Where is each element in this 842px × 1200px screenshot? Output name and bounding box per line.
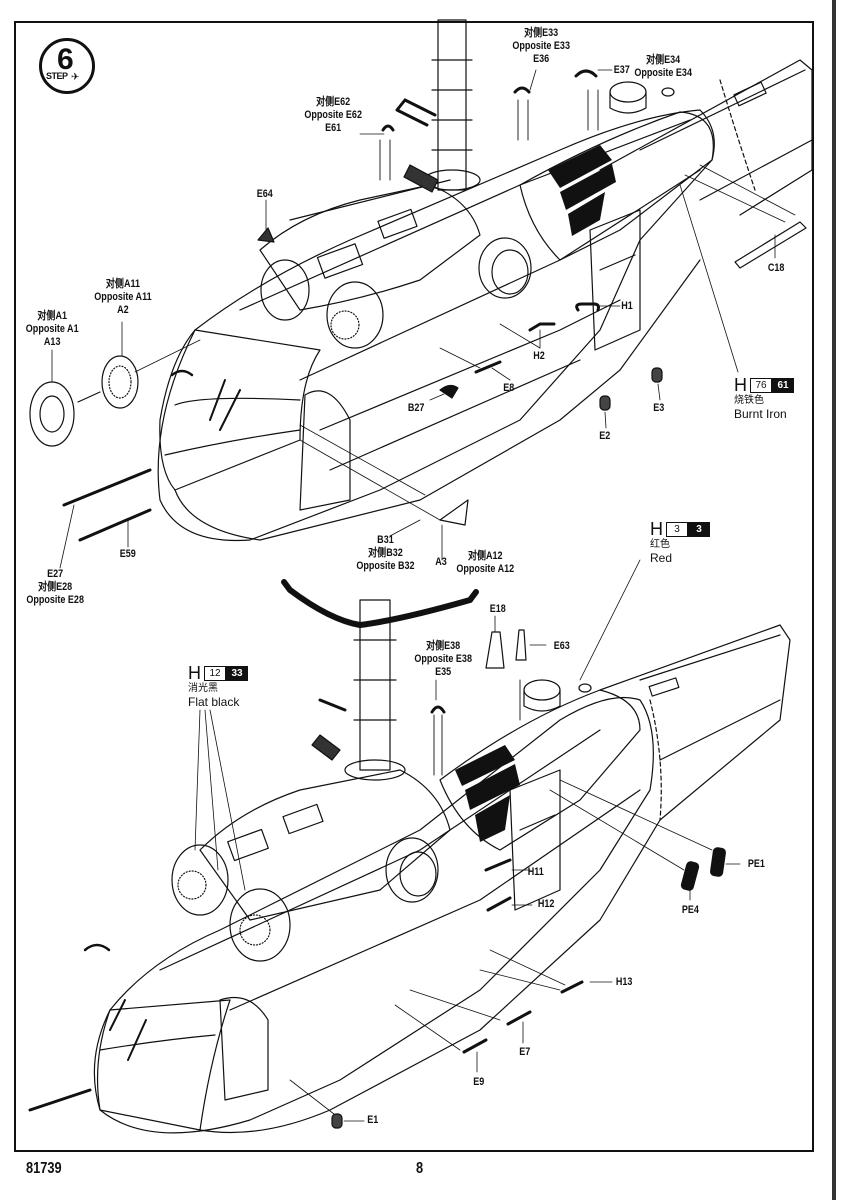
top-leader-lines xyxy=(51,69,776,569)
callout-h13: H13 xyxy=(615,976,633,988)
paint-name-en: Red xyxy=(650,551,673,565)
callout-e64: E64 xyxy=(256,188,273,200)
callout-e59: E59 xyxy=(119,548,136,560)
paint-code-light: 76 xyxy=(750,377,772,393)
instruction-frame xyxy=(14,21,814,1152)
callout-h2: H2 xyxy=(533,350,545,362)
callout-e18: E18 xyxy=(489,603,506,615)
callout-e37: E37 xyxy=(613,64,630,76)
paint-prefix: H xyxy=(734,375,747,395)
callout-e9: E9 xyxy=(473,1076,485,1088)
callout-e8: E8 xyxy=(503,382,515,394)
callout-a1-a13: 对侧A1 Opposite A1 A13 xyxy=(25,310,79,348)
paint-name-en: Burnt Iron xyxy=(734,407,787,421)
paint-callout-flat-black: H 12 33 消光黑 Flat black xyxy=(188,664,248,709)
callout-h12: H12 xyxy=(537,898,555,910)
paint-code-light: 12 xyxy=(204,665,226,681)
step-number: 6 xyxy=(57,43,74,76)
paint-name-en: Flat black xyxy=(188,695,240,709)
callout-h11: H11 xyxy=(527,866,544,878)
callout-e34: 对侧E34 Opposite E34 xyxy=(634,54,692,79)
callout-e7: E7 xyxy=(519,1046,531,1058)
top-helicopter xyxy=(157,19,813,542)
callout-pe4: PE4 xyxy=(681,904,699,916)
bottom-leader-lines xyxy=(194,559,741,1122)
paint-prefix: H xyxy=(188,663,201,683)
top-parts xyxy=(29,69,807,542)
callout-e38-e35: 对侧E38 Opposite E38 E35 xyxy=(414,640,472,678)
paint-code-dark: 3 xyxy=(688,521,710,537)
callout-pe1: PE1 xyxy=(747,858,765,870)
callout-e1: E1 xyxy=(367,1114,379,1126)
callout-e3: E3 xyxy=(653,402,665,414)
callout-a11-a2: 对侧A11 Opposite A11 A2 xyxy=(94,278,152,316)
callout-a3: A3 xyxy=(435,556,447,568)
paint-name-cn: 消光黑 xyxy=(188,683,218,694)
page-number: 8 xyxy=(416,1160,424,1177)
callout-e62-e61: 对侧E62 Opposite E62 E61 xyxy=(304,96,362,134)
paint-code-dark: 33 xyxy=(226,665,248,681)
callout-b27: B27 xyxy=(407,402,425,414)
step-word: STEP xyxy=(46,71,68,81)
callout-a12: 对侧A12 Opposite A12 xyxy=(456,550,515,575)
paint-callout-burnt-iron: H 76 61 烧铁色 Burnt Iron xyxy=(734,376,794,421)
bottom-helicopter xyxy=(83,579,791,1134)
jet-plane-icon: ✈ xyxy=(71,72,80,83)
bottom-parts xyxy=(28,629,726,1129)
callout-e27-e28: E27 对侧E28 Opposite E28 xyxy=(26,568,84,606)
page-edge xyxy=(832,0,836,1200)
callout-b31-b32: B31 对侧B32 Opposite B32 xyxy=(356,534,415,572)
paint-callout-red: H 3 3 红色 Red xyxy=(650,520,710,565)
callout-e63: E63 xyxy=(553,640,570,652)
callout-h1: H1 xyxy=(621,300,633,312)
paint-prefix: H xyxy=(650,519,663,539)
callout-c18: C18 xyxy=(767,262,785,274)
paint-name-cn: 红色 xyxy=(650,539,670,550)
paint-code-light: 3 xyxy=(666,521,688,537)
step-badge: 6 STEP ✈ xyxy=(39,38,95,94)
callout-e2: E2 xyxy=(599,430,611,442)
paint-name-cn: 烧铁色 xyxy=(734,395,764,406)
paint-code-dark: 61 xyxy=(772,377,794,393)
product-code: 81739 xyxy=(26,1160,62,1177)
callout-e33-e36: 对侧E33 Opposite E33 E36 xyxy=(512,27,570,65)
